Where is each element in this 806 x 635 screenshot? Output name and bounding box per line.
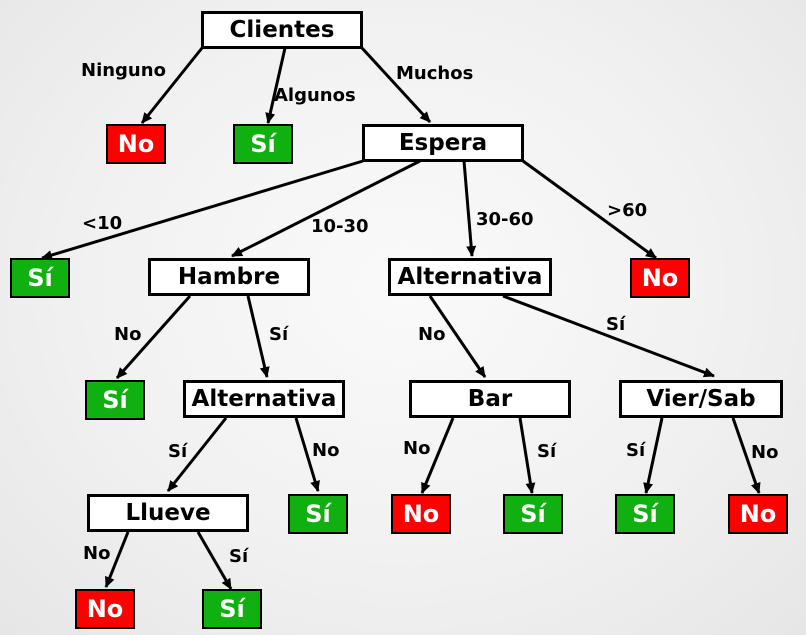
edge-label-bar-no: No — [403, 438, 431, 459]
leaf-clientes-algunos: Sí — [233, 124, 293, 164]
edge-label-alt1-si: Sí — [606, 314, 626, 335]
edge-bar-si — [518, 417, 536, 494]
edge-label-alt2-si: Sí — [168, 441, 188, 462]
edge-hambre-si — [246, 295, 270, 378]
edge-label-viersab-si: Sí — [626, 440, 646, 461]
edge-alt2-si — [166, 417, 228, 492]
node-alternativa-1: Alternativa — [388, 258, 552, 296]
edge-viersab-no — [731, 417, 761, 494]
edge-30-60 — [462, 160, 477, 257]
leaf-viersab-no: No — [728, 494, 788, 534]
edge-label-llueve-si: Sí — [229, 546, 249, 567]
edge-label-ninguno: Ninguno — [81, 60, 166, 81]
edge-label-hambre-no: No — [114, 324, 142, 345]
edge-hambre-no — [115, 295, 192, 379]
edge-ninguno — [140, 47, 204, 124]
edge-label-30-60: 30-60 — [476, 209, 534, 230]
edge-10-30 — [231, 159, 421, 258]
leaf-viersab-si: Sí — [615, 494, 675, 534]
node-espera: Espera — [362, 124, 524, 162]
edge-viersab-si — [643, 417, 664, 494]
edge-alt1-si — [502, 294, 715, 378]
edge-label-alt2-no: No — [312, 440, 340, 461]
edge-llueve-no — [104, 531, 130, 588]
leaf-alternativa2-no: Sí — [288, 494, 348, 534]
node-bar: Bar — [409, 380, 571, 418]
edge-label-llueve-no: No — [83, 543, 111, 564]
edge-gt60 — [522, 159, 657, 260]
edge-bar-no — [420, 417, 455, 494]
edge-label-lt10: <10 — [82, 213, 123, 234]
edge-lt10 — [41, 159, 364, 260]
node-llueve: Llueve — [87, 494, 249, 532]
edge-label-alt1-no: No — [418, 324, 446, 345]
leaf-llueve-no: No — [75, 589, 135, 629]
leaf-bar-no: No — [391, 494, 451, 534]
edge-llueve-si — [196, 531, 233, 590]
edge-label-muchos: Muchos — [396, 63, 474, 84]
edge-alt2-no — [294, 417, 320, 492]
edge-label-gt60: >60 — [607, 200, 648, 221]
leaf-bar-si: Sí — [503, 494, 563, 534]
node-viersab: Vier/Sab — [619, 380, 783, 418]
leaf-espera-gt60: No — [630, 258, 690, 298]
edge-alt1-no — [428, 295, 487, 378]
edge-label-10-30: 10-30 — [311, 216, 369, 237]
leaf-clientes-ninguno: No — [106, 124, 166, 164]
edge-label-bar-si: Sí — [537, 441, 557, 462]
edge-algunos — [265, 47, 287, 124]
leaf-llueve-si: Sí — [202, 589, 262, 629]
leaf-espera-lt10: Sí — [10, 258, 70, 298]
edge-label-viersab-no: No — [751, 442, 779, 463]
node-hambre: Hambre — [148, 258, 310, 296]
edge-label-algunos: Algunos — [274, 85, 356, 106]
node-clientes: Clientes — [201, 11, 363, 49]
edge-label-hambre-si: Sí — [269, 324, 289, 345]
leaf-hambre-no: Sí — [85, 380, 145, 420]
node-alternativa-2: Alternativa — [183, 380, 345, 418]
edge-muchos — [360, 46, 432, 124]
